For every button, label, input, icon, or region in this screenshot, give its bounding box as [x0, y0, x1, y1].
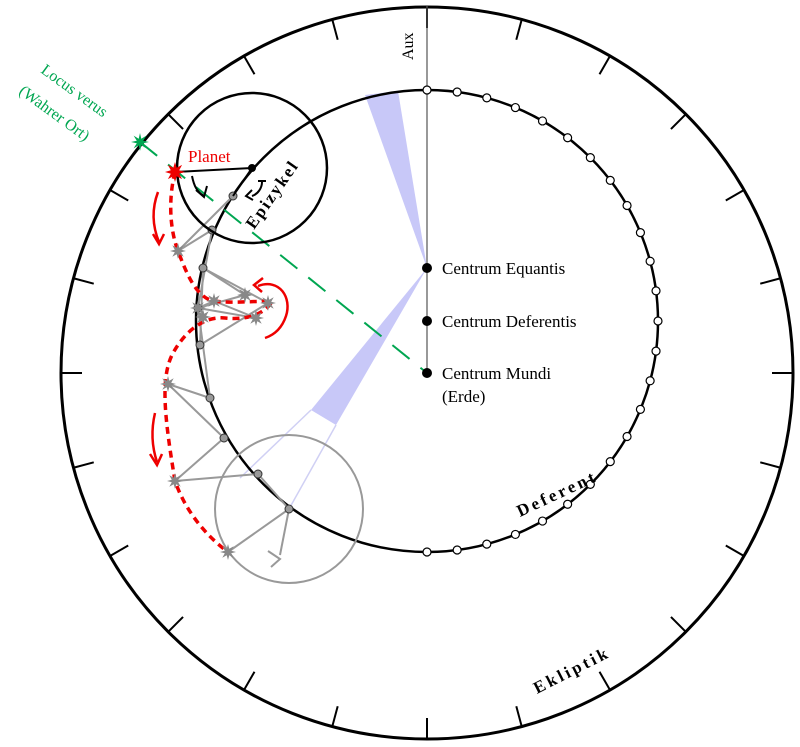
ekliptik-label: Ekliptik [530, 643, 613, 698]
locus-star [131, 133, 149, 151]
deferent-dot [622, 431, 632, 442]
equant-wedge-upper [365, 91, 427, 268]
deferent-dot [422, 85, 432, 95]
deferent-dot [622, 200, 632, 211]
epicycle-radius [174, 167, 253, 173]
deferent-dot [563, 133, 573, 143]
grey-star [167, 473, 183, 489]
ecliptic-tick [243, 671, 256, 691]
ecliptic-tick [759, 461, 781, 469]
equant-ray-faint [288, 424, 337, 510]
epicycle-rotation-arrows [191, 175, 266, 201]
deferent-dot [452, 545, 462, 555]
line-of-sight [139, 141, 428, 374]
motion-arrows [148, 191, 289, 468]
deferent-dot [585, 153, 595, 163]
ecliptic-tick [598, 671, 611, 691]
grey-star [190, 300, 206, 316]
ecliptic-tick [598, 55, 611, 75]
deferent-dot [645, 376, 655, 386]
deferent-dot [563, 499, 573, 509]
grey-star [237, 287, 253, 303]
centrum-equantis-label: Centrum Equantis [442, 259, 565, 278]
planet-path [163, 171, 276, 554]
ecliptic-tick [725, 189, 745, 202]
deferent-dots [422, 85, 663, 557]
grey-star [195, 309, 211, 325]
grey-star [248, 310, 264, 326]
deferent-dot [510, 529, 520, 540]
aux-label: Aux [400, 32, 417, 60]
ecliptic-tick [331, 705, 339, 727]
ecliptic-tick [73, 277, 95, 285]
ecliptic-tick [331, 19, 339, 41]
centrum-deferentis-label: Centrum Deferentis [442, 312, 577, 331]
planet-marker [165, 162, 185, 182]
equant-ray-faint-2 [239, 409, 312, 479]
deferent-dot [605, 457, 615, 467]
deferent-dot [645, 256, 655, 266]
grey-star [206, 293, 222, 309]
equant-wedge-lower [311, 268, 427, 425]
locus-verus-marker [131, 133, 149, 151]
centrum-mundi-dot [422, 368, 432, 378]
ecliptic-tick [515, 19, 523, 41]
ecliptic-tick [515, 705, 523, 727]
centrum-deferentis-dot [422, 316, 432, 326]
deferent-dot [635, 228, 646, 238]
deferent-dot [653, 316, 663, 326]
ecliptic-tick [725, 544, 745, 557]
centrum-equantis-dot [422, 263, 432, 273]
deferent-dot [585, 479, 595, 489]
deferent-dot [537, 516, 548, 526]
grey-star [260, 295, 276, 311]
epicycle-radius-2 [232, 167, 253, 197]
deferent-dot [452, 87, 462, 97]
deferent-dot [537, 116, 548, 126]
deferent-dot [482, 93, 492, 103]
planet-star [165, 162, 185, 182]
ecliptic-tick [243, 55, 256, 75]
deferent-dot [482, 539, 492, 549]
grey-star [170, 243, 186, 259]
ecliptic-tick [109, 544, 129, 557]
deferent-dot [651, 346, 661, 356]
ecliptic-tick [167, 113, 184, 130]
erde-label: (Erde) [442, 387, 485, 406]
grey-star [160, 376, 176, 392]
deferent-dot [651, 286, 661, 296]
ecliptic-tick [670, 616, 687, 633]
deferent-dot [422, 547, 432, 557]
epicycle-center [248, 164, 256, 172]
deferent-dot [635, 404, 646, 414]
ecliptic-tick [109, 189, 129, 202]
centrum-mundi-label: Centrum Mundi [442, 364, 551, 383]
deferent-grey-points [193, 191, 294, 514]
ecliptic-tick [167, 616, 184, 633]
ecliptic-ticks [61, 7, 793, 739]
grey-star [220, 544, 236, 560]
planet-label: Planet [188, 147, 231, 166]
ecliptic-tick [73, 461, 95, 469]
deferent-dot [510, 102, 520, 113]
ecliptic-tick [670, 113, 687, 130]
epicycle-grey [214, 434, 364, 584]
intermediate-positions [167, 195, 290, 568]
ecliptic-tick [759, 277, 781, 285]
deferent-dot [605, 175, 615, 185]
grey-planet-positions [160, 243, 276, 560]
